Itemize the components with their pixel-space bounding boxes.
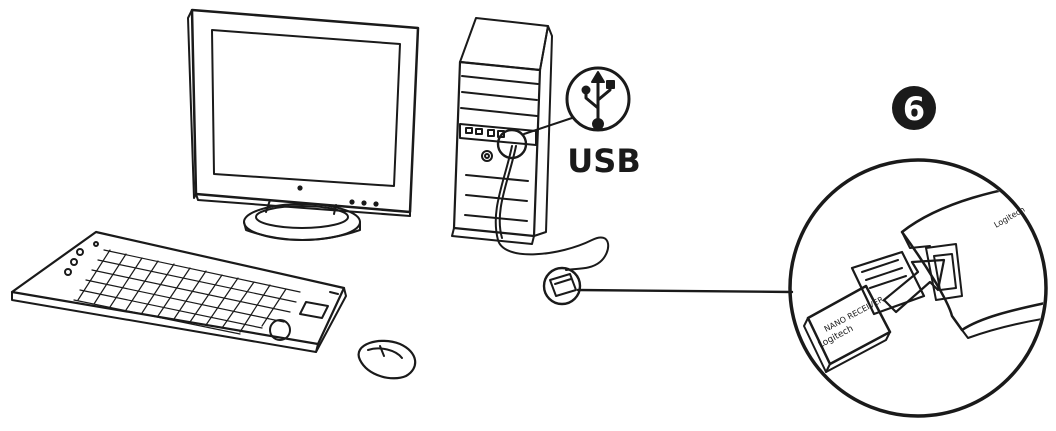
hub-brand: Logitech	[993, 205, 1027, 230]
step-number: 6	[903, 90, 925, 128]
mouse-illustration	[357, 339, 417, 380]
step-badge: 6	[892, 86, 936, 130]
pc-tower-illustration	[451, 17, 573, 245]
receiver-zoom-callout	[788, 158, 1048, 418]
usb-icon	[565, 66, 631, 132]
usb-label: USB	[567, 142, 640, 180]
monitor-illustration	[187, 8, 420, 241]
keyboard-illustration	[10, 230, 347, 353]
usb-extender-cable	[494, 145, 794, 306]
